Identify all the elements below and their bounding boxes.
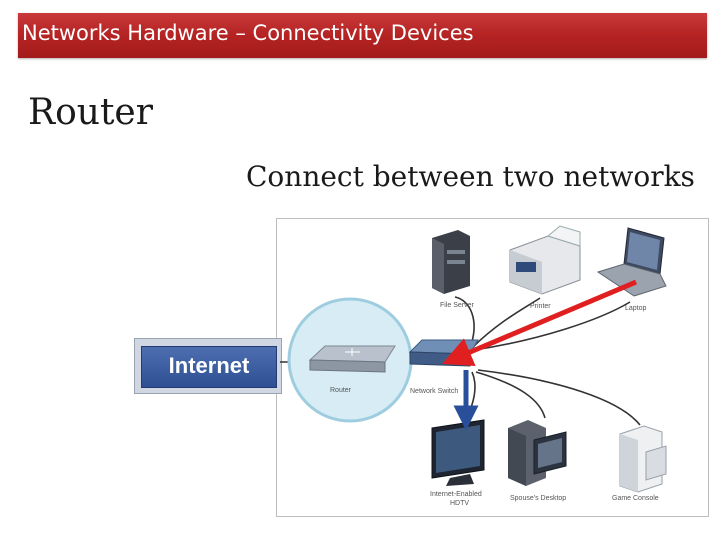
hdtv-label-line2: HDTV (450, 500, 469, 507)
internet-box: Internet (134, 338, 282, 394)
switch-desktop-line (475, 371, 546, 419)
switch-laptop-line (473, 301, 631, 351)
hdtv-icon (431, 419, 485, 486)
switch-printer-line (471, 297, 541, 349)
game-console-label: Game Console (612, 495, 659, 502)
laptop-icon (596, 227, 667, 297)
file-server-icon (432, 230, 470, 294)
printer-icon (509, 225, 581, 295)
file-server-label: File Server (440, 302, 475, 309)
desktop-icon (508, 420, 567, 486)
router-label: Router (330, 387, 352, 394)
slide-title-bar: Networks Hardware – Connectivity Devices (18, 13, 707, 58)
internet-box-inner: Internet (141, 346, 277, 388)
red-arrow (442, 279, 637, 366)
internet-label: Internet (168, 353, 250, 378)
printer-label: Printer (530, 303, 551, 310)
hdtv-label-line1: Internet-Enabled (430, 491, 482, 498)
slide-subheading: Connect between two networks (246, 160, 695, 193)
game-console-icon (619, 425, 667, 493)
slide-title: Networks Hardware – Connectivity Devices (22, 21, 474, 45)
network-switch-label: Network Switch (410, 388, 458, 395)
switch-console-line (477, 369, 641, 426)
desktop-label: Spouse's Desktop (510, 495, 566, 502)
laptop-label: Laptop (625, 305, 647, 312)
slide-heading: Router (28, 92, 153, 133)
router-icon (308, 345, 396, 373)
